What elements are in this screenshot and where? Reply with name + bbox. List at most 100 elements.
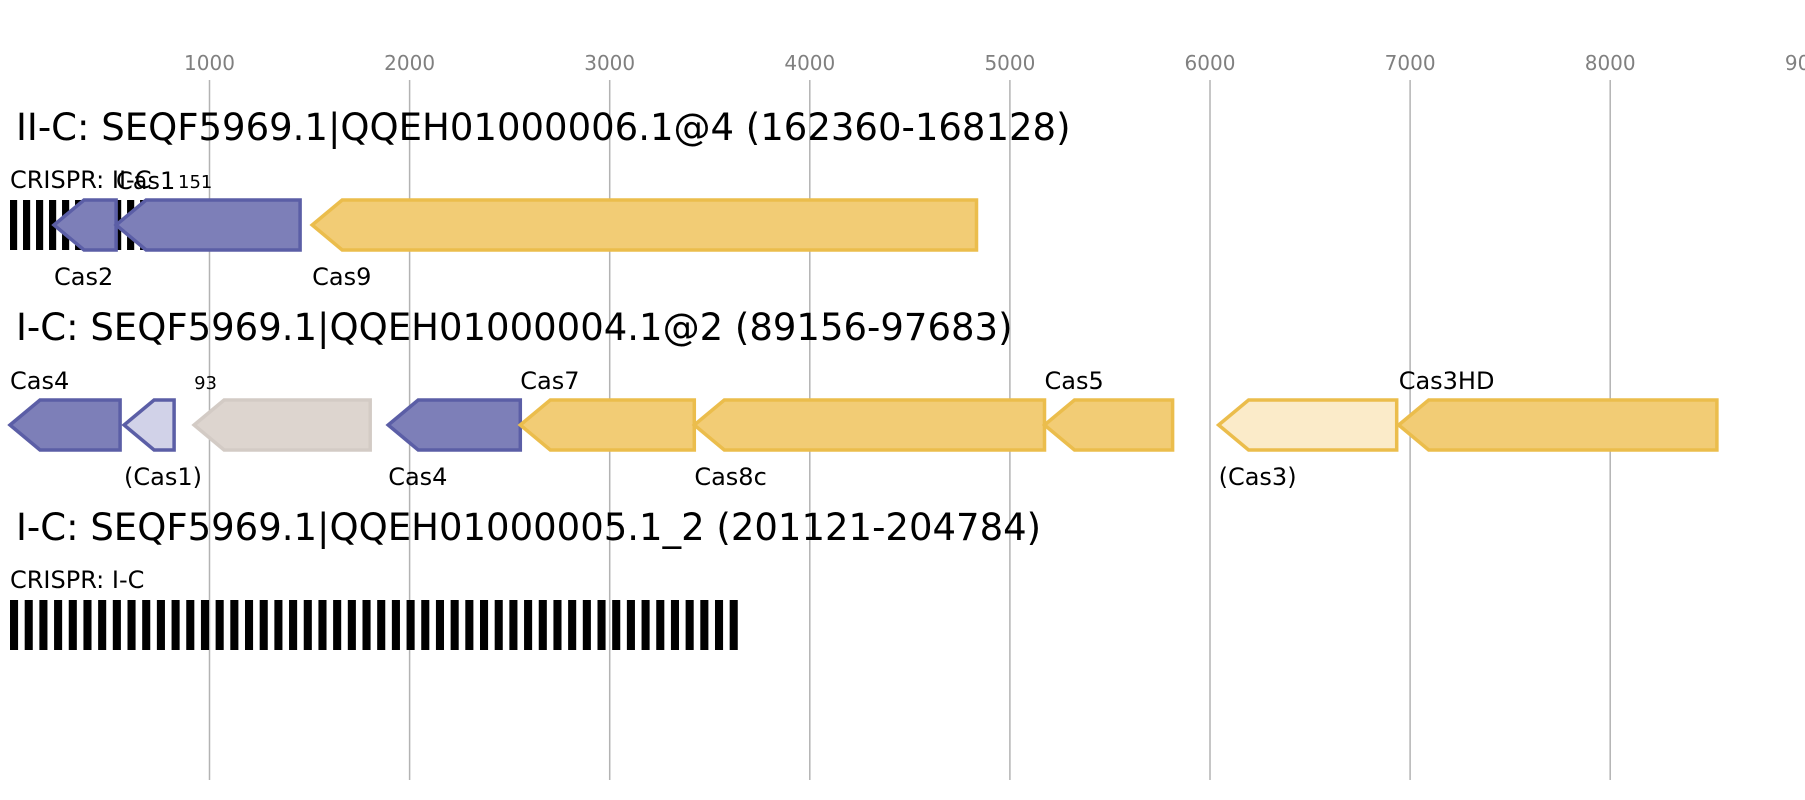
gene: Cas1 (113, 167, 302, 252)
gene-arrow (691, 398, 1047, 452)
gene-arrow (385, 398, 523, 452)
crispr-repeat (23, 200, 31, 250)
gene-arrow (517, 398, 697, 452)
tick-label: 6000 (1185, 51, 1236, 75)
crispr-repeat (36, 200, 44, 250)
track-title: I-C: SEQF5969.1|QQEH01000004.1@2 (89156-… (16, 306, 1013, 349)
tick-label: 8000 (1585, 51, 1636, 75)
crispr-array-label: CRISPR: II-C (10, 166, 151, 194)
tracks: II-C: SEQF5969.1|QQEH01000006.1@4 (16236… (7, 106, 1719, 650)
crispr-repeat (450, 600, 459, 650)
crispr-repeat (54, 600, 63, 650)
crispr-repeat (553, 600, 562, 650)
crispr-array-label: CRISPR: I-C (10, 566, 144, 594)
crispr-repeat (289, 600, 298, 650)
crispr-repeat (215, 600, 224, 650)
crispr-repeat (479, 600, 489, 650)
gene-label: 93 (194, 373, 217, 394)
crispr-repeat (259, 600, 268, 650)
track: I-C: SEQF5969.1|QQEH01000005.1_2 (201121… (10, 506, 1041, 650)
crispr-repeat (377, 600, 386, 650)
crispr-repeat (98, 600, 107, 650)
gene-arrow (1215, 398, 1399, 452)
gene: Cas4 (385, 398, 523, 491)
gene: (Cas3) (1215, 398, 1399, 491)
gene-arrow (121, 398, 176, 452)
crispr-repeat (333, 600, 342, 650)
gene-arrow (191, 398, 372, 452)
crispr-repeat (200, 600, 210, 650)
track: I-C: SEQF5969.1|QQEH01000004.1@2 (89156-… (7, 306, 1719, 491)
crispr-repeat (714, 600, 724, 650)
gene-label: Cas8c (694, 463, 766, 491)
gene-label: (Cas3) (1219, 463, 1297, 491)
crispr-repeat (274, 600, 283, 650)
crispr-repeat (700, 600, 709, 650)
crispr-repeat (230, 600, 239, 650)
crispr-repeat (524, 600, 533, 650)
crispr-repeat (10, 200, 18, 250)
crispr-repeat (538, 600, 547, 650)
gene: Cas5 (1041, 367, 1175, 452)
tick-label: 5000 (984, 51, 1035, 75)
crispr-repeat (597, 600, 606, 650)
crispr-repeat (10, 600, 19, 650)
gene: (Cas1) (121, 398, 202, 491)
tick-label: 9000 (1785, 51, 1805, 75)
gene-label: (Cas1) (124, 463, 202, 491)
crispr-array: CRISPR: I-C (10, 566, 738, 650)
gene: Cas9 (309, 198, 979, 291)
crispr-repeat (39, 600, 48, 650)
crispr-repeat (641, 600, 650, 650)
crispr-repeat (112, 600, 121, 650)
crispr-repeat (83, 600, 92, 650)
crispr-repeat (612, 600, 621, 650)
gene-label: Cas4 (388, 463, 447, 491)
gene-arrow (1395, 398, 1719, 452)
crispr-repeat (156, 600, 165, 650)
crispr-repeat (568, 600, 577, 650)
track: II-C: SEQF5969.1|QQEH01000006.1@4 (16236… (10, 106, 1071, 291)
gene-label: Cas4 (10, 367, 69, 395)
gene-arrow (309, 198, 979, 252)
gene-label: Cas3HD (1399, 367, 1495, 395)
crispr-repeat (465, 600, 474, 650)
gene-arrow (1041, 398, 1175, 452)
gene: Cas2 (51, 198, 118, 291)
crispr-repeat (347, 600, 356, 650)
crispr-repeat (362, 600, 371, 650)
gene: Cas4 (7, 367, 122, 452)
crispr-repeat (685, 600, 694, 650)
track-title: II-C: SEQF5969.1|QQEH01000006.1@4 (16236… (16, 106, 1071, 149)
crispr-repeat (494, 600, 503, 650)
crispr-repeat (318, 600, 327, 650)
gene-label: Cas5 (1045, 367, 1104, 395)
crispr-repeat (391, 600, 400, 650)
gene: Cas3HD (1395, 367, 1719, 452)
tick-label: 2000 (384, 51, 435, 75)
tick-label: 4000 (784, 51, 835, 75)
crispr-repeat-count: 151 (178, 172, 212, 193)
crispr-repeat (435, 600, 445, 650)
crispr-repeat (24, 600, 33, 650)
gene: 93 (191, 373, 372, 452)
tick-label: 7000 (1385, 51, 1436, 75)
crispr-repeat (244, 600, 254, 650)
crispr-repeat (186, 600, 195, 650)
gene-label: Cas7 (520, 367, 579, 395)
gene-label: Cas2 (54, 263, 113, 291)
crispr-repeat (670, 600, 680, 650)
gene-label: Cas1 (116, 167, 175, 195)
crispr-repeat (656, 600, 665, 650)
track-title: I-C: SEQF5969.1|QQEH01000005.1_2 (201121… (16, 506, 1041, 549)
crispr-repeat (582, 600, 591, 650)
tick-label: 1000 (184, 51, 235, 75)
gene-arrow (7, 398, 122, 452)
tick-label: 3000 (584, 51, 635, 75)
crispr-repeat (729, 600, 738, 650)
crispr-repeat (421, 600, 430, 650)
gene-label: Cas9 (312, 263, 371, 291)
gene: Cas7 (517, 367, 697, 452)
axis-ticks: 1000 2000 3000 4000 5000 6000 7000 8000 9000 (184, 51, 1805, 75)
